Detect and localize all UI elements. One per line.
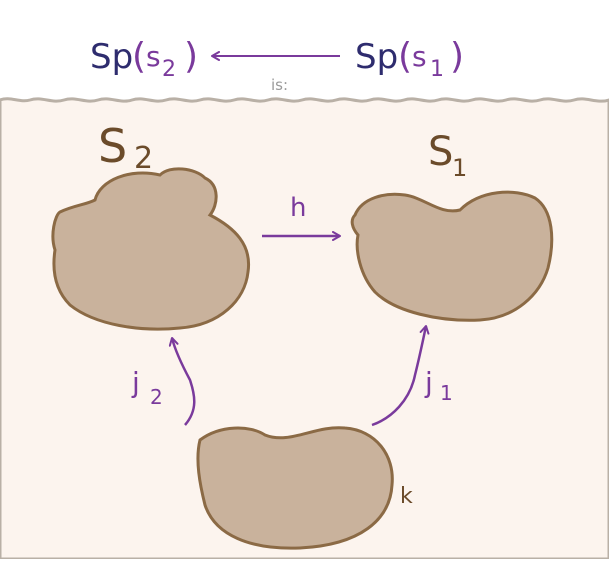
arrow-j2-label-letter: j (131, 366, 140, 399)
s2-region (51, 167, 251, 331)
k-region (196, 426, 394, 550)
k-label: k (400, 484, 413, 509)
arrow-j1 (371, 325, 430, 427)
header-right-term: Sp ( s 1 ) (355, 36, 464, 82)
header-right-arg-letter: s (412, 40, 427, 73)
s2-label-letter: S (98, 119, 127, 173)
s1-label-letter: S (428, 129, 453, 175)
header-left-term: Sp ( s 2 ) (90, 36, 198, 82)
header-right-open-paren: ( (398, 36, 412, 77)
arrow-j1-label-sub: 1 (440, 381, 453, 405)
arrow-j1-label-letter: j (424, 366, 433, 399)
arrow-j2-label-sub: 2 (150, 385, 163, 409)
s2-label: S 2 (98, 119, 153, 176)
arrow-j2-label: j 2 (131, 366, 163, 409)
header-left-open-paren: ( (132, 36, 146, 77)
header-right-close-paren: ) (450, 36, 464, 77)
arrow-j2 (168, 337, 196, 426)
s1-label: S 1 (428, 129, 467, 182)
header-right-prefix: Sp (355, 37, 398, 77)
s2-label-sub: 2 (134, 141, 153, 176)
s1-label-sub: 1 (452, 154, 467, 182)
header-left-arg-letter: s (146, 40, 161, 73)
arrow-h-label: h (290, 193, 306, 223)
header-left-close-paren: ) (184, 36, 198, 77)
arrow-j1-label: j 1 (424, 366, 453, 405)
header-left-arg-sub: 2 (162, 57, 176, 82)
s1-region (350, 190, 554, 322)
header-left-prefix: Sp (90, 37, 133, 77)
header-under-text: is: (271, 76, 288, 94)
header-right-arg-sub: 1 (430, 57, 444, 82)
